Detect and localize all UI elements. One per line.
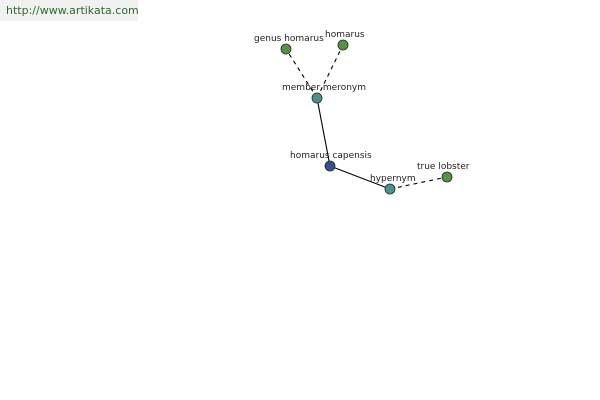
label-homarus-capensis: homarus capensis [290,151,372,161]
node-genus-homarus[interactable] [280,43,292,55]
edge-hypernym-true-lobster [389,176,448,190]
label-member-meronym: member meronym [282,83,366,93]
label-homarus: homarus [325,30,365,40]
label-genus-homarus: genus homarus [254,34,324,44]
edge-homarus-capensis-member-meronym [316,97,331,167]
edge-homarus-capensis-hypernym [329,165,391,190]
node-true-lobster[interactable] [441,171,453,183]
node-homarus[interactable] [337,39,349,51]
label-true-lobster: true lobster [417,162,470,172]
edge-member-meronym-genus-homarus [285,48,318,99]
watermark-url: http://www.artikata.com [0,0,139,21]
label-hypernym: hypernym [370,174,416,184]
node-hypernym[interactable] [384,183,396,195]
edge-member-meronym-homarus [316,44,344,99]
node-member-meronym[interactable] [311,92,323,104]
node-homarus-capensis[interactable] [324,160,336,172]
